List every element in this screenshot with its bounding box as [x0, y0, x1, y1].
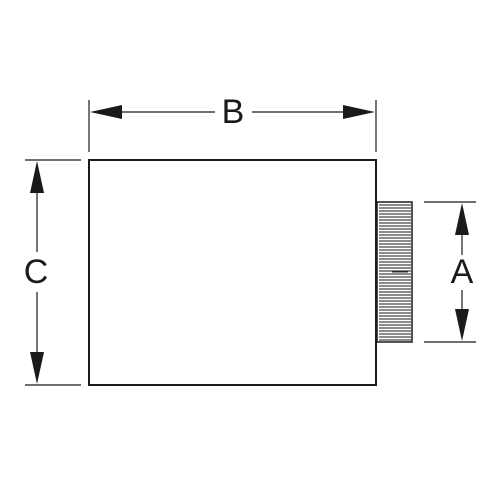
knurl-pattern: [379, 204, 411, 341]
knurled-knob: [376, 201, 413, 343]
a-arrow-top: [455, 203, 469, 235]
b-label: B: [222, 93, 245, 131]
a-label: A: [451, 253, 474, 291]
main-body: [88, 159, 377, 386]
dimension-a: A: [424, 201, 476, 343]
c-arrow-bottom: [30, 352, 44, 384]
a-arrow-bottom: [455, 309, 469, 341]
dimension-b: B: [88, 93, 377, 152]
c-arrow-top: [30, 161, 44, 193]
c-label: C: [24, 253, 49, 291]
b-arrow-left: [90, 105, 122, 119]
b-arrow-right: [343, 105, 375, 119]
dimension-c: C: [24, 159, 81, 386]
